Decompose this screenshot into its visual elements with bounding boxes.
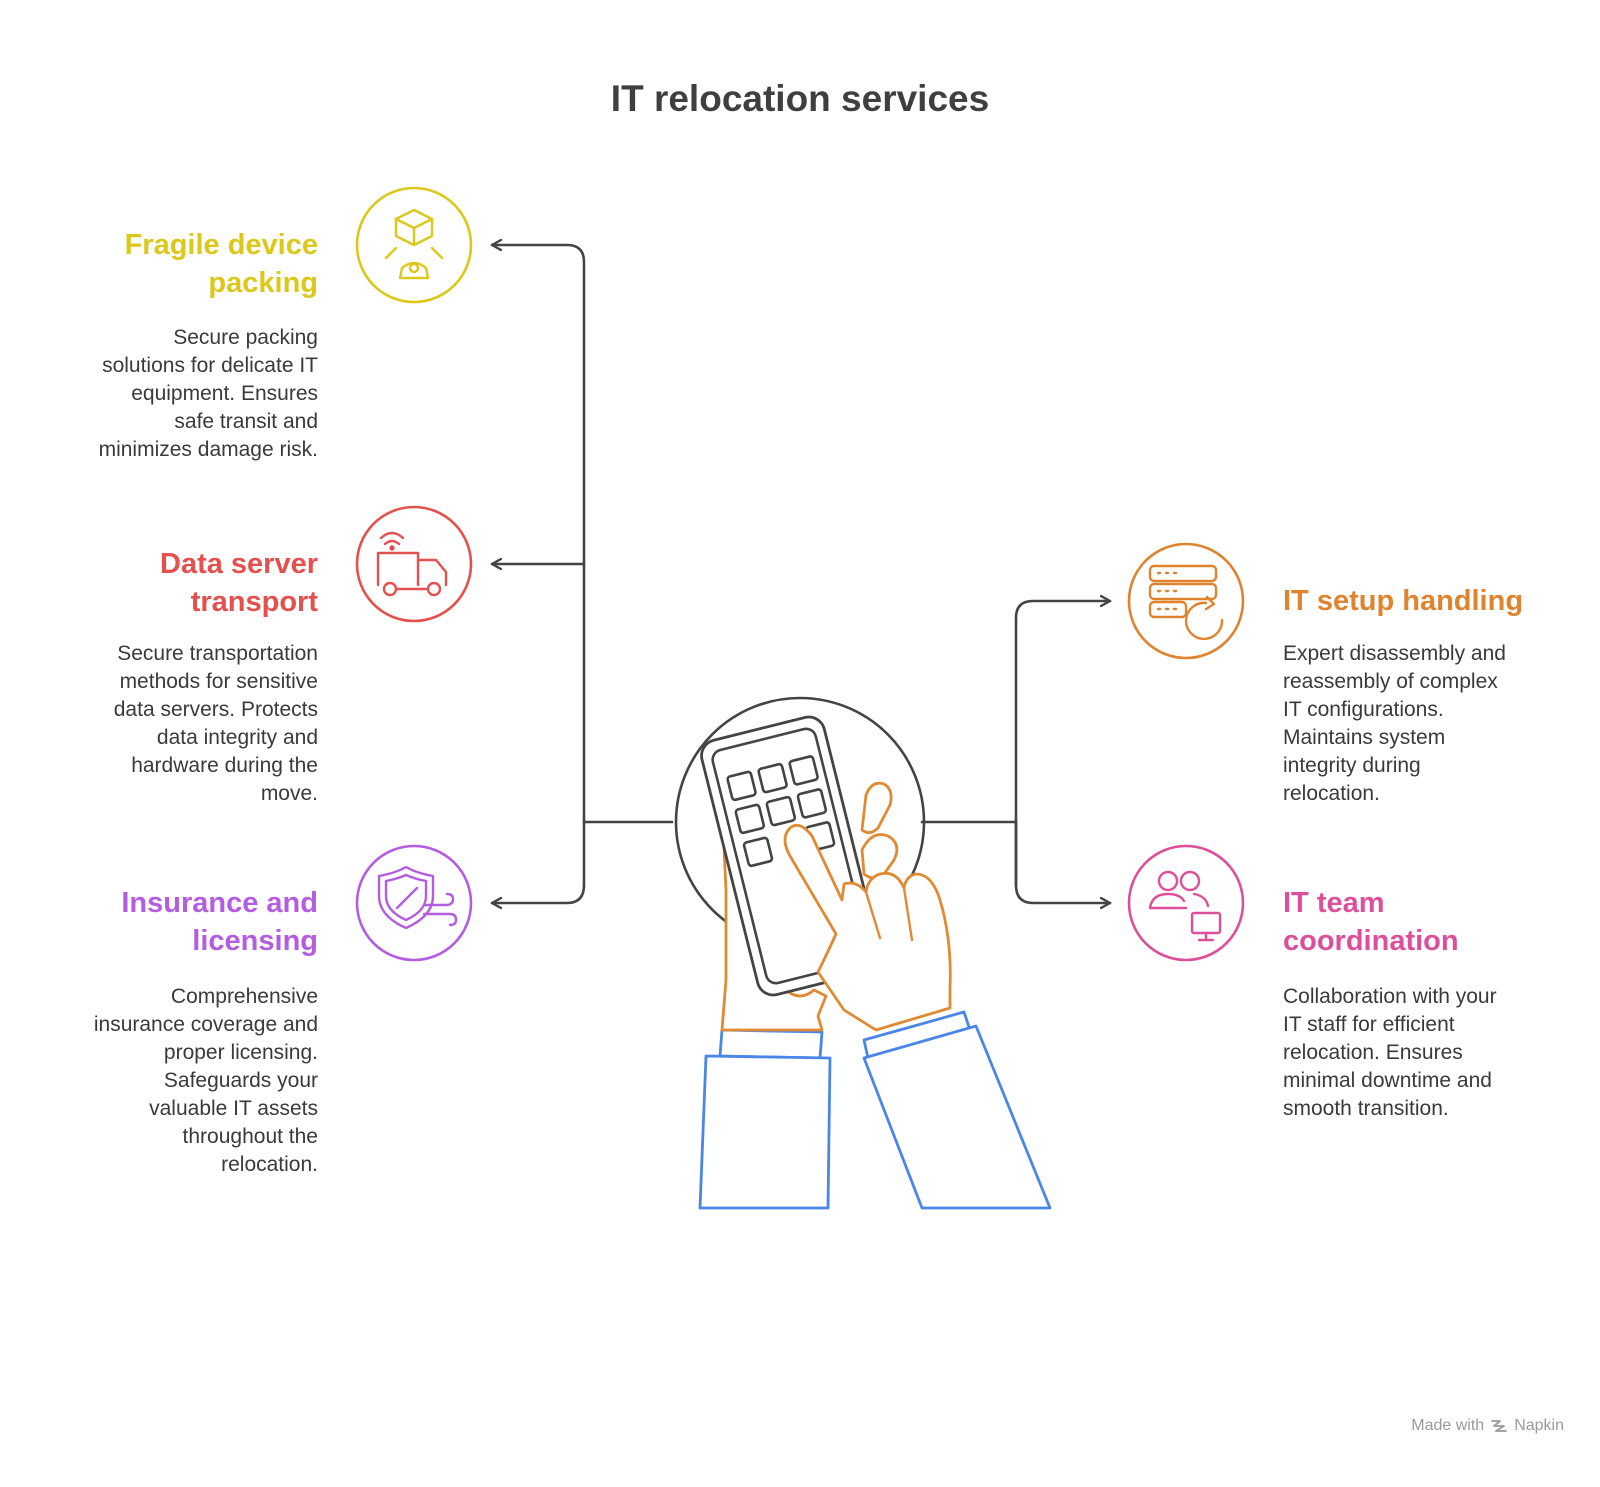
item-icon-circle-2: [355, 505, 473, 623]
page-title: IT relocation services: [610, 78, 990, 119]
description-line: data servers. Protects: [113, 698, 318, 721]
description-line: reassembly of complex: [1283, 670, 1498, 693]
description-line: insurance coverage and: [93, 1013, 318, 1036]
description-line: Secure transportation: [117, 642, 318, 665]
item-icon-circle-3: [355, 844, 473, 962]
description-line: equipment. Ensures: [131, 382, 318, 405]
description-line: move.: [260, 782, 318, 805]
shield-icon: [377, 865, 458, 930]
right-sleeve: [862, 1010, 1052, 1210]
delivery-truck-icon: [376, 531, 448, 597]
description-line: integrity during: [1283, 754, 1421, 777]
made-with-credit: Made with Napkin: [1411, 1417, 1564, 1435]
description-line: relocation.: [221, 1153, 318, 1176]
napkin-logo-icon: [1491, 1420, 1508, 1432]
left-finger: [860, 833, 899, 880]
right-connectors: [920, 601, 1112, 903]
left-sleeve: [698, 1028, 832, 1210]
connector-trunk-left: [490, 245, 586, 887]
description-line: proper licensing.: [163, 1041, 318, 1064]
left-thumb: [860, 781, 893, 834]
description-line: minimizes damage risk.: [98, 438, 318, 461]
description-line: IT configurations.: [1283, 698, 1444, 721]
description-line: Maintains system: [1283, 726, 1446, 749]
item-title-it-team: IT team coordination: [1283, 884, 1600, 960]
item-icon-circle-4: [1127, 542, 1245, 660]
item-title-data-server: Data server transport: [0, 545, 318, 621]
item-description-fragile-packing: Secure packing solutions for delicate IT…: [28, 324, 318, 464]
connector-to-setup: [1014, 601, 1112, 887]
item-description-it-team: Collaboration with your IT staff for eff…: [1283, 983, 1583, 1123]
brand-name: Napkin: [1514, 1417, 1564, 1434]
item-title-insurance: Insurance and licensing: [0, 884, 318, 960]
item-title-line: Insurance and: [121, 887, 318, 919]
item-description-data-server: Secure transportation methods for sensit…: [28, 640, 318, 808]
connector-to-insurance: [490, 883, 586, 903]
item-title-line: IT team: [1283, 887, 1385, 919]
description-line: relocation. Ensures: [1283, 1041, 1463, 1064]
item-title-line: Fragile device: [124, 229, 318, 261]
description-line: Secure packing: [173, 326, 318, 349]
item-title-line: packing: [208, 267, 318, 299]
item-description-insurance: Comprehensive insurance coverage and pro…: [28, 983, 318, 1179]
item-title-line: IT setup handling: [1283, 585, 1524, 617]
description-line: methods for sensitive: [119, 670, 318, 693]
item-title-line: Data server: [160, 548, 318, 580]
connector-to-team: [1014, 820, 1112, 903]
description-line: Comprehensive: [170, 985, 318, 1008]
made-with-label: Made with: [1411, 1417, 1485, 1434]
left-connectors: [490, 245, 674, 903]
description-line: hardware during the: [131, 754, 318, 777]
item-title-line: licensing: [192, 925, 318, 957]
item-description-it-setup: Expert disassembly and reassembly of com…: [1283, 640, 1583, 808]
item-icon-circle-5: [1127, 844, 1245, 962]
description-line: minimal downtime and: [1283, 1069, 1492, 1092]
description-line: IT staff for efficient: [1283, 1013, 1455, 1036]
description-line: valuable IT assets: [149, 1097, 318, 1120]
description-line: safe transit and: [174, 410, 318, 433]
item-title-fragile-packing: Fragile device packing: [0, 226, 318, 302]
item-title-line: transport: [190, 586, 318, 618]
description-line: throughout the: [182, 1125, 318, 1148]
item-title-line: coordination: [1283, 925, 1459, 957]
description-line: Collaboration with your: [1283, 985, 1497, 1008]
item-icon-circle-1: [355, 186, 473, 304]
team-monitor-icon: [1148, 870, 1222, 942]
right-hand: [783, 823, 952, 1032]
description-line: solutions for delicate IT: [102, 354, 318, 377]
item-title-it-setup: IT setup handling: [1283, 582, 1600, 620]
central-illustration: [674, 696, 1052, 1210]
description-line: smooth transition.: [1283, 1097, 1449, 1120]
description-line: Safeguards your: [163, 1069, 318, 1092]
description-line: relocation.: [1283, 782, 1380, 805]
description-line: Expert disassembly and: [1283, 642, 1506, 665]
server-refresh-icon: [1148, 564, 1224, 641]
description-line: data integrity and: [156, 726, 318, 749]
package-scanner-icon: [384, 208, 444, 280]
